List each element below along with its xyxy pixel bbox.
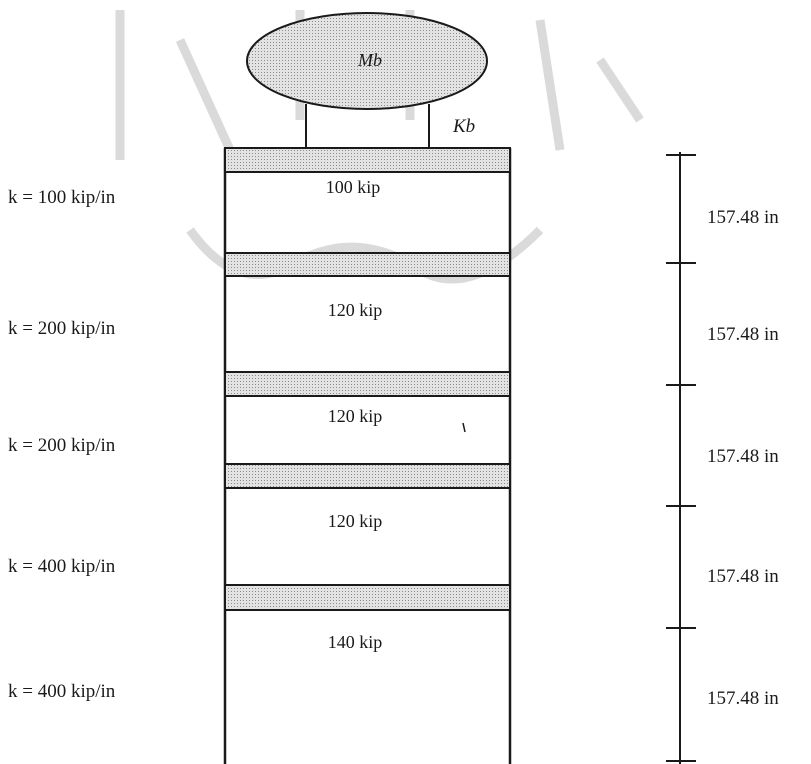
floor-slab (224, 584, 511, 611)
story-height-label: 157.48 in (707, 566, 779, 587)
floor-slab (224, 371, 511, 397)
base-stiffness-label: Kb (452, 116, 475, 137)
scan-speck (462, 422, 466, 433)
story-stiffness-label: k = 100 kip/in (8, 187, 116, 208)
base-mass-ellipse (246, 12, 488, 110)
story-height-label: 157.48 in (707, 688, 779, 709)
base-isolation: Mb Kb (246, 12, 488, 148)
story-mass-label: 120 kip (328, 300, 383, 320)
story-mass-label: 140 kip (328, 632, 383, 652)
floor-slab (224, 147, 511, 173)
story-stiffness-label: k = 200 kip/in (8, 435, 116, 456)
floor-slab (224, 463, 511, 489)
base-mass-label: Mb (357, 50, 382, 70)
story-mass-label: 100 kip (326, 177, 381, 197)
story-mass-label: 120 kip (328, 406, 383, 426)
story-mass-label: 120 kip (328, 511, 383, 531)
story-stiffness-label: k = 400 kip/in (8, 556, 116, 577)
story-height-label: 157.48 in (707, 207, 779, 228)
floor-slab (224, 252, 511, 277)
story-height-label: 157.48 in (707, 446, 779, 467)
story-stiffness-label: k = 400 kip/in (8, 681, 116, 702)
building-frame: 100 kip 120 kip 120 kip 120 kip 140 kip (223, 147, 512, 764)
height-dimension: 157.48 in 157.48 in 157.48 in 157.48 in … (666, 152, 779, 764)
story-stiffness-label: k = 200 kip/in (8, 318, 116, 339)
stiffness-labels: k = 100 kip/in k = 200 kip/in k = 200 ki… (8, 187, 116, 702)
story-height-label: 157.48 in (707, 324, 779, 345)
